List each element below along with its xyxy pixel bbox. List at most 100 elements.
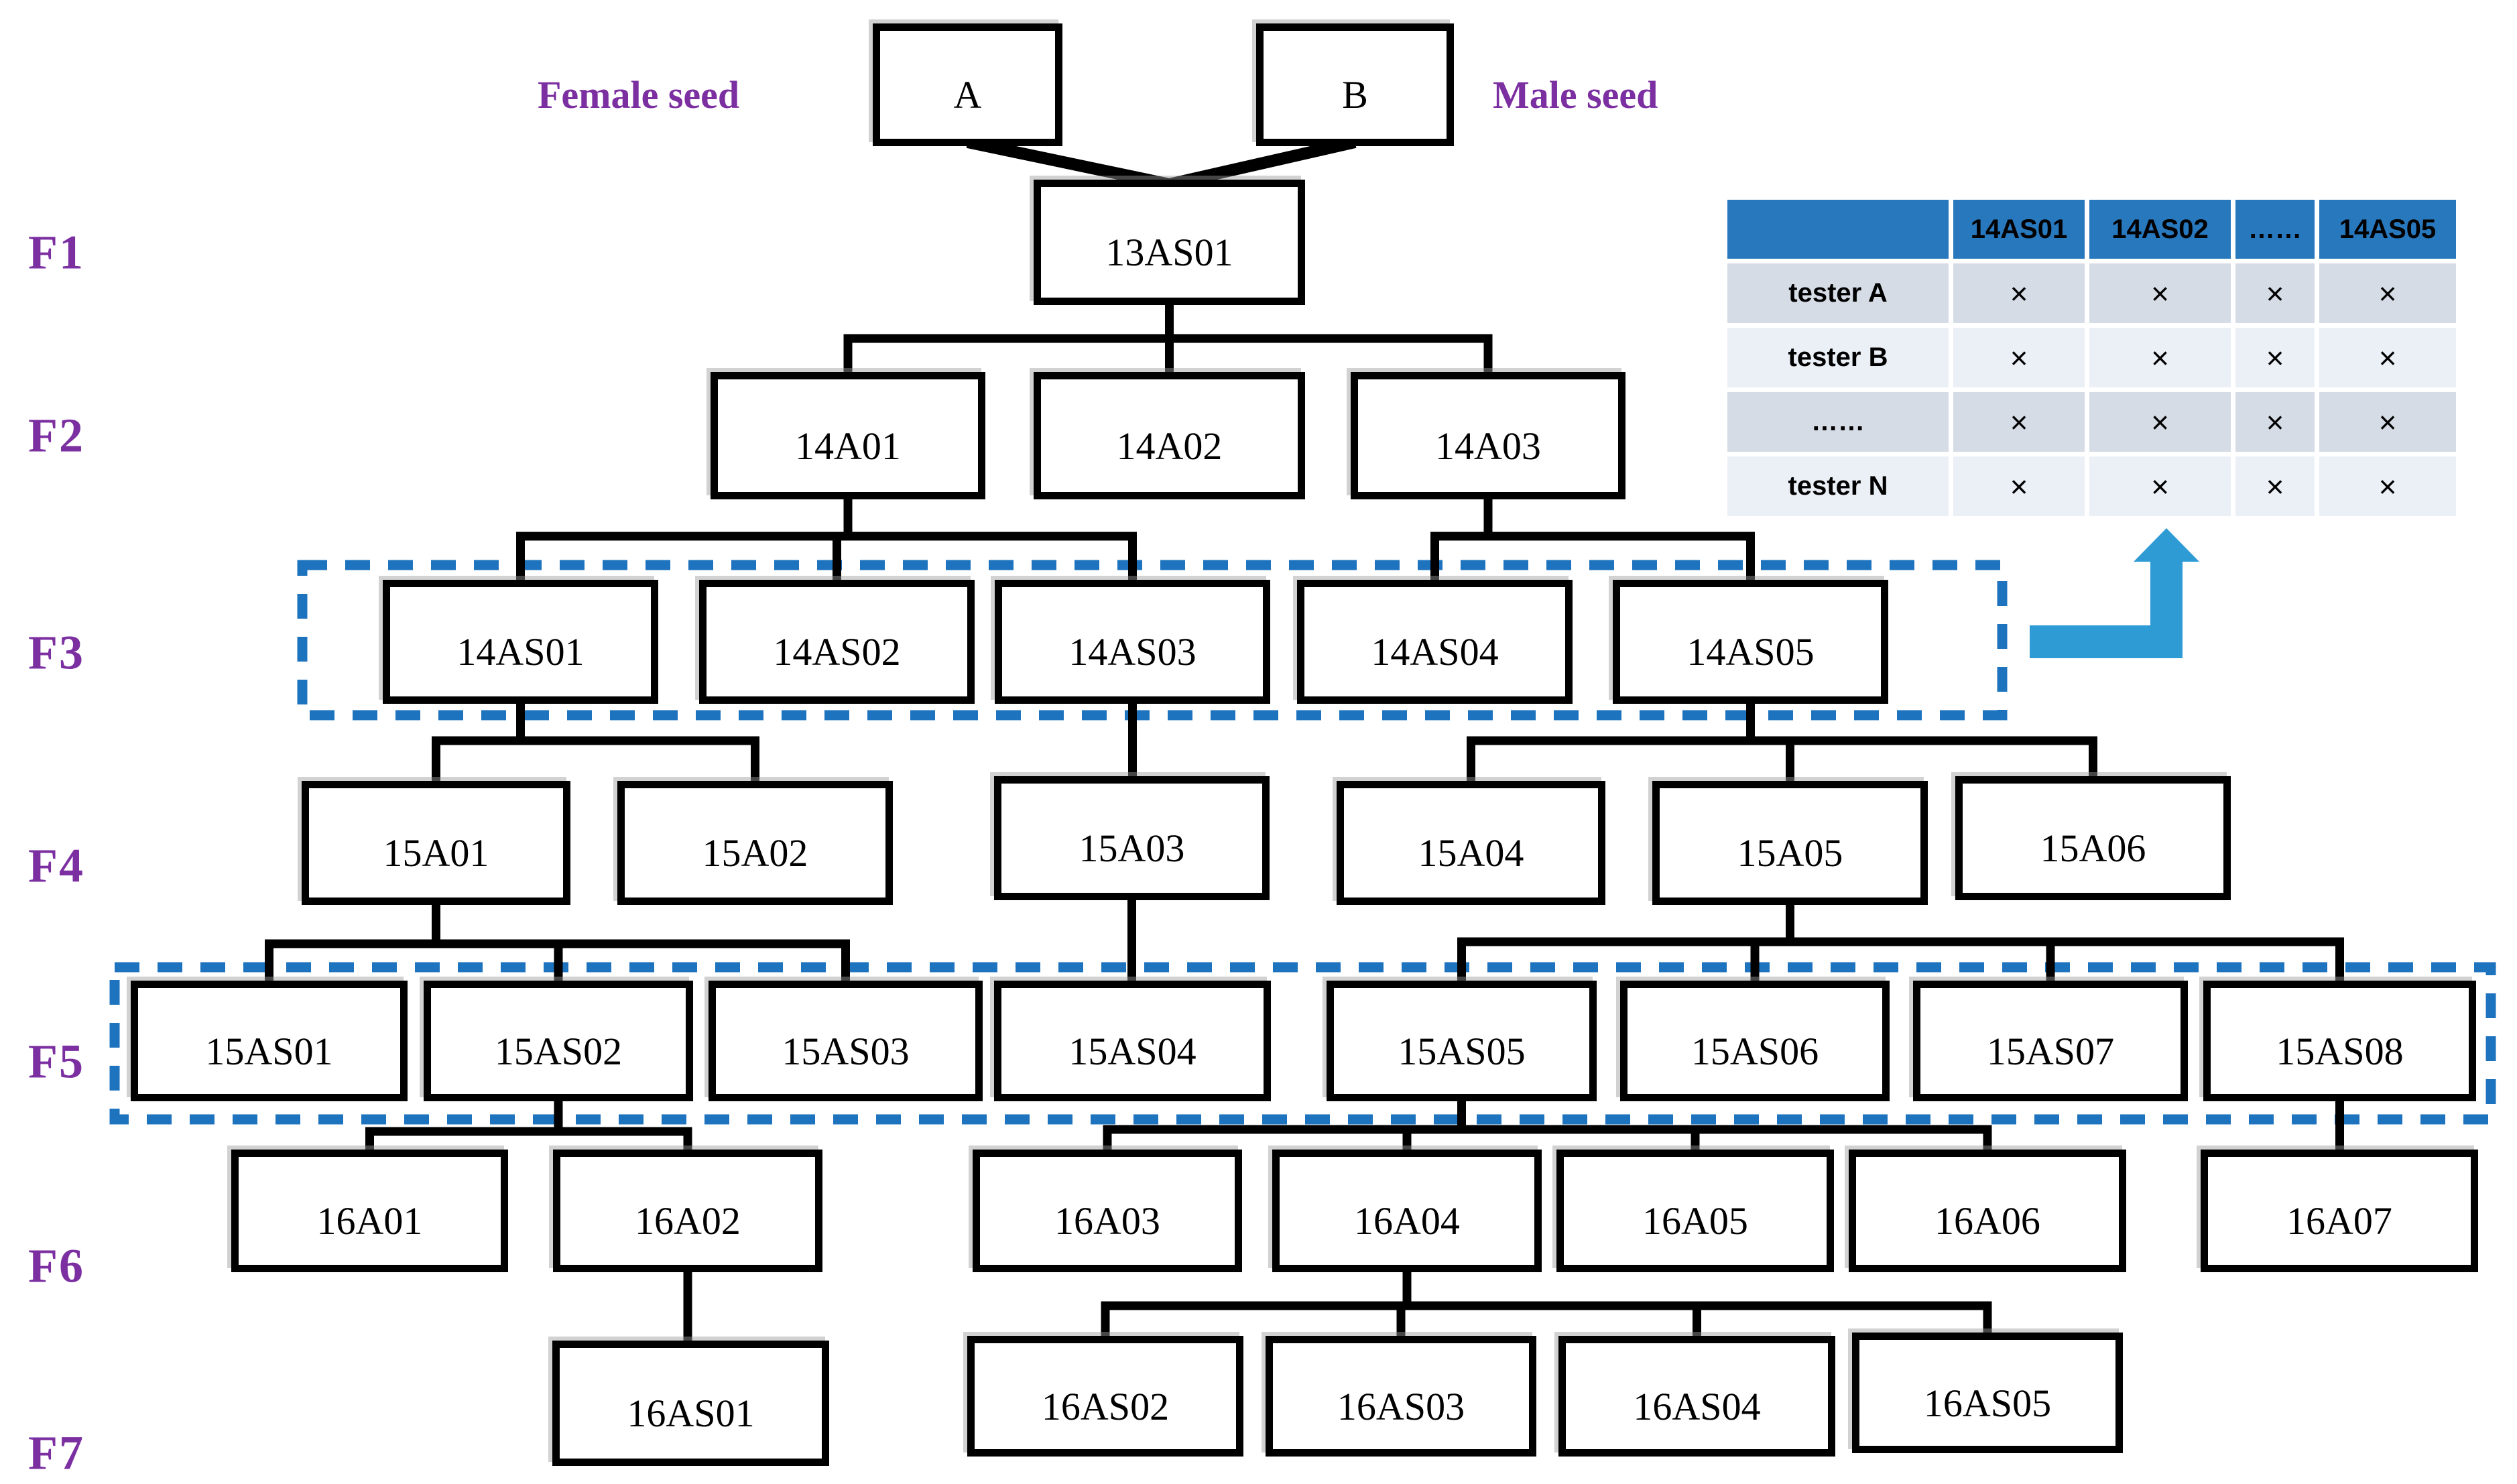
node-15AS07: 15AS07 (1913, 981, 2188, 1101)
node-14AS03: 14AS03 (995, 580, 1270, 704)
edge-stub-15A04 (1467, 736, 1475, 784)
node-15A05: 15A05 (1652, 781, 1928, 905)
node-15AS05: 15AS05 (1327, 981, 1597, 1101)
node-label: 14A01 (795, 424, 901, 468)
node-label: 16AS05 (1923, 1381, 2052, 1425)
node-15AS08: 15AS08 (2203, 981, 2476, 1101)
node-14A03: 14A03 (1351, 372, 1625, 499)
node-label: 16A02 (635, 1199, 741, 1243)
node-15A02: 15A02 (617, 781, 893, 905)
table-cross-cell: × (1953, 392, 2085, 452)
edge-stub-15AS02 (554, 939, 563, 983)
node-label: 15AS07 (1986, 1029, 2115, 1073)
node-14A01: 14A01 (711, 372, 985, 499)
up-arrow-icon (2030, 528, 2199, 658)
cross-line-A (966, 136, 1171, 190)
node-16A02: 16A02 (553, 1150, 822, 1272)
edge-stub-15AS01 (265, 939, 273, 983)
node-16AS03: 16AS03 (1266, 1336, 1536, 1457)
table-cross-cell: × (2089, 328, 2231, 387)
edge-stub-15A06 (2089, 736, 2097, 779)
edge-stub-16AS05 (1983, 1301, 1992, 1335)
edge-stub-16A01 (365, 1127, 374, 1152)
node-label: 15A05 (1737, 831, 1843, 875)
table-cross-cell: × (2235, 392, 2315, 452)
edge-feed-14AS05 (1746, 701, 1755, 745)
edge-14AS03 (1128, 701, 1137, 779)
node-label: 16A01 (316, 1199, 423, 1243)
node-15A06: 15A06 (1955, 776, 2231, 900)
node-label: 16AS01 (627, 1392, 755, 1435)
edge-stub-15AS07 (2046, 937, 2055, 983)
edge-rail-15AS02 (365, 1127, 692, 1136)
table-row: ……×××× (1727, 392, 2456, 452)
node-16AS01: 16AS01 (552, 1341, 829, 1466)
table-row-label: tester N (1727, 456, 1949, 516)
edge-15A03 (1127, 898, 1136, 983)
table-row: tester A×××× (1727, 263, 2456, 323)
table-cross-cell: × (1953, 328, 2085, 387)
node-16A05: 16A05 (1556, 1150, 1834, 1272)
edge-rail-14AS05 (1467, 736, 2097, 745)
node-label: A (953, 73, 982, 117)
node-label: 15AS06 (1691, 1029, 1819, 1073)
male-seed-label: Male seed (1493, 73, 1658, 117)
node-label: 15AS03 (782, 1029, 910, 1073)
table-row-label: tester B (1727, 328, 1949, 387)
node-15AS06: 15AS06 (1620, 981, 1890, 1101)
node-label: 14A03 (1435, 424, 1541, 468)
table-header-cell: …… (2235, 200, 2315, 259)
edge-rail-15A05 (1457, 937, 2344, 946)
table-cross-cell: × (2089, 392, 2231, 452)
table-row: tester N×××× (1727, 456, 2456, 516)
table-cross-cell: × (2319, 328, 2456, 387)
edge-stub-14AS02 (833, 532, 841, 582)
node-15AS01: 15AS01 (131, 981, 408, 1101)
node-14AS04: 14AS04 (1297, 580, 1573, 704)
node-14AS02: 14AS02 (699, 580, 975, 704)
edge-stub-14A02 (1165, 334, 1174, 375)
highlight-box-F3 (297, 560, 2008, 721)
table-cross-cell: × (2089, 456, 2231, 516)
table-cross-cell: × (2089, 263, 2231, 323)
edge-rail-15AS05 (1103, 1125, 1992, 1134)
table-cross-cell: × (2235, 328, 2315, 387)
node-label: 15A02 (702, 831, 808, 875)
edge-15AS08 (2335, 1099, 2344, 1152)
table-cross-cell: × (2319, 263, 2456, 323)
node-label: 15AS01 (205, 1029, 333, 1073)
node-16AS04: 16AS04 (1558, 1336, 1835, 1457)
node-label: 16AS04 (1633, 1384, 1761, 1428)
table-header-cell (1727, 200, 1949, 259)
node-label: 15AS04 (1068, 1029, 1196, 1073)
generation-label-F3: F3 (28, 625, 84, 680)
generation-label-F7: F7 (28, 1426, 84, 1480)
node-16A03: 16A03 (973, 1150, 1242, 1272)
node-label: 13AS01 (1105, 231, 1233, 274)
table-header-cell: 14AS01 (1953, 200, 2085, 259)
edge-stub-16A04 (1402, 1125, 1412, 1152)
edge-stub-15A01 (432, 736, 440, 784)
node-16A01: 16A01 (231, 1150, 508, 1272)
edge-feed-14AS01 (516, 701, 525, 745)
node-A: A (873, 23, 1062, 146)
edge-feed-13AS01 (1165, 302, 1174, 343)
node-16A04: 16A04 (1272, 1150, 1542, 1272)
edge-stub-16AS04 (1693, 1301, 1701, 1339)
node-label: 15A06 (2040, 826, 2146, 870)
node-label: 15A04 (1418, 831, 1524, 875)
table-header-cell: 14AS05 (2319, 200, 2456, 259)
edge-rail-14A01 (516, 532, 1137, 541)
edge-stub-16A03 (1103, 1125, 1112, 1152)
cross-line-B (1168, 136, 1357, 190)
table-cross-cell: × (1953, 456, 2085, 516)
node-label: 15AS08 (2276, 1029, 2404, 1073)
generation-label-F4: F4 (28, 839, 84, 893)
node-label: 15AS05 (1398, 1029, 1526, 1073)
node-label: 16AS03 (1337, 1384, 1465, 1428)
node-label: 14AS01 (456, 630, 585, 674)
node-15AS04: 15AS04 (994, 981, 1271, 1101)
